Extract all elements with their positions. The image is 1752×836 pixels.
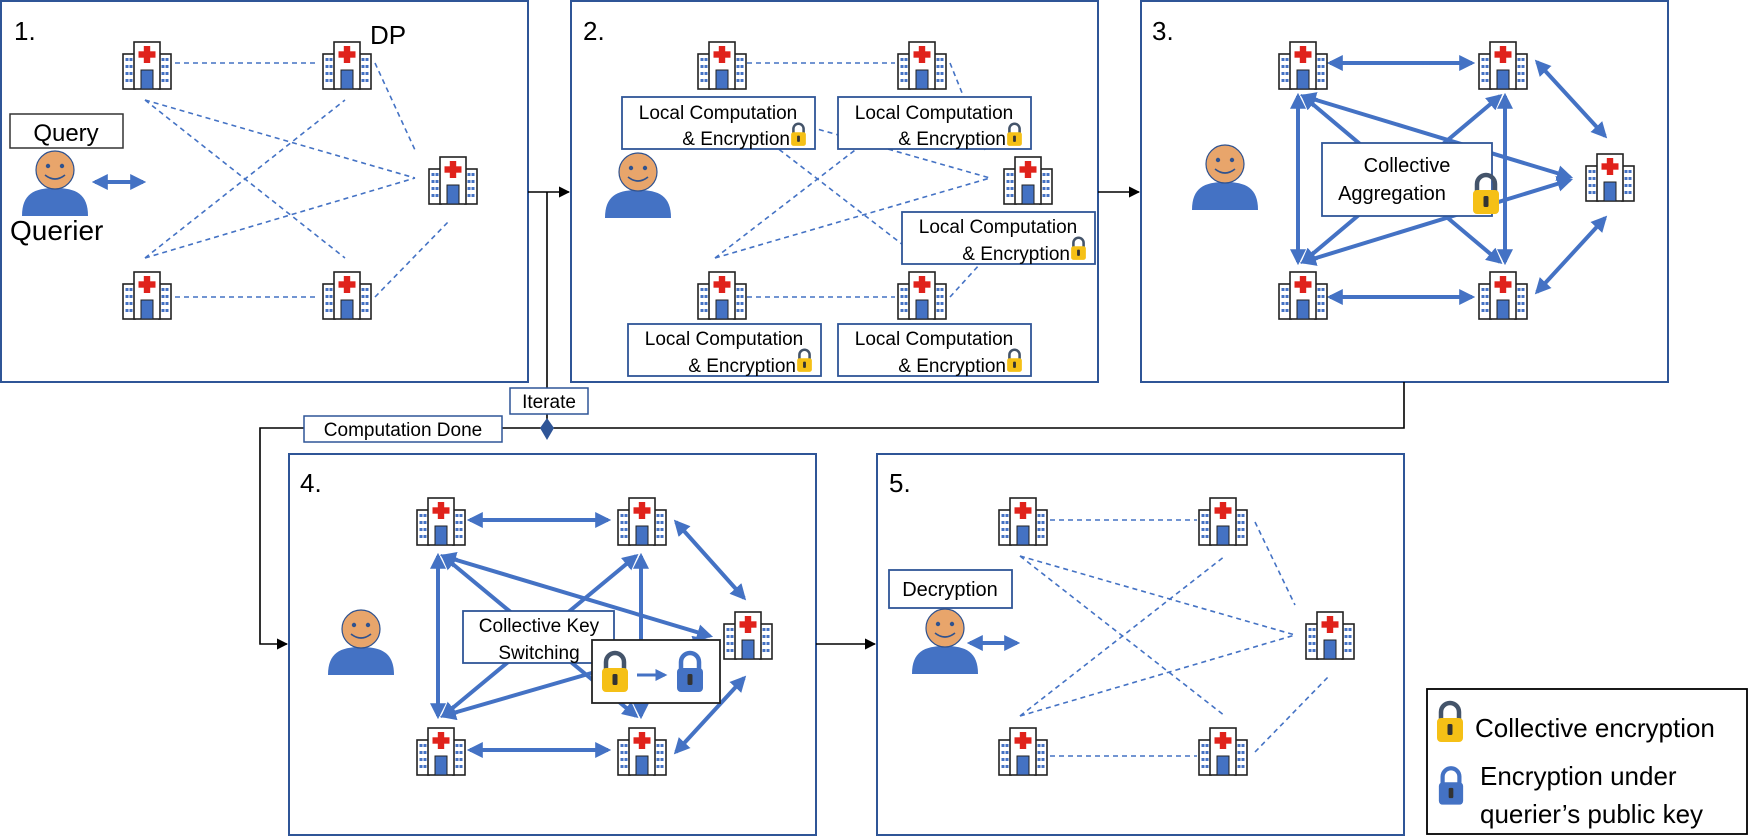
panel-5-number: 5. bbox=[889, 468, 911, 498]
query-box bbox=[9, 113, 124, 149]
querier-person-icon bbox=[21, 150, 89, 217]
svg-text:Local Computation: Local Computation bbox=[639, 103, 797, 124]
hospital-icon bbox=[998, 497, 1048, 546]
hospital-icon bbox=[416, 727, 466, 776]
local-computation-box: Local Computation & Encryption bbox=[837, 96, 1032, 150]
decryption-box bbox=[888, 569, 1013, 609]
panel-5-edges bbox=[1019, 519, 1331, 757]
hospital-icon bbox=[697, 271, 747, 320]
svg-text:Collective Key: Collective Key bbox=[479, 616, 600, 637]
panel-5-frame bbox=[876, 453, 1405, 836]
hospital-icon bbox=[1198, 727, 1248, 776]
hospital-icon bbox=[322, 41, 372, 90]
local-computation-box: Local Computation & Encryption bbox=[627, 323, 822, 377]
hospital-icon bbox=[1278, 41, 1328, 90]
querier-person-icon bbox=[327, 609, 395, 676]
hospital-icon bbox=[1198, 497, 1248, 546]
svg-text:& Encryption: & Encryption bbox=[962, 244, 1070, 265]
panel-2-number: 2. bbox=[583, 16, 605, 46]
hospital-icon bbox=[897, 271, 947, 320]
computation-done-label: Computation Done bbox=[324, 420, 482, 441]
computation-done-box bbox=[303, 415, 503, 443]
hospital-icon bbox=[697, 41, 747, 90]
local-computation-box: Local Computation & Encryption bbox=[901, 211, 1096, 265]
hospital-icon bbox=[1003, 156, 1053, 205]
svg-text:Local Computation: Local Computation bbox=[919, 217, 1077, 238]
svg-text:& Encryption: & Encryption bbox=[682, 129, 790, 150]
panel-1-edges bbox=[144, 62, 451, 298]
hospital-icon bbox=[617, 727, 667, 776]
querier-person-icon bbox=[911, 608, 979, 675]
dp-label: DP bbox=[370, 20, 406, 50]
hospital-icon bbox=[122, 271, 172, 320]
hospital-icon bbox=[122, 41, 172, 90]
collective-key-switching-box: Collective Key Switching bbox=[462, 610, 615, 664]
querier-label: Querier bbox=[10, 215, 103, 246]
legend-collective-label: Collective encryption bbox=[1475, 713, 1715, 743]
svg-text:Local Computation: Local Computation bbox=[645, 329, 803, 350]
local-computation-box: Local Computation & Encryption bbox=[621, 96, 816, 150]
panel-3-number: 3. bbox=[1152, 16, 1174, 46]
hospital-icon bbox=[897, 41, 947, 90]
querier-person-icon bbox=[604, 152, 672, 219]
hospital-icon bbox=[428, 156, 478, 205]
svg-text:& Encryption: & Encryption bbox=[688, 356, 796, 377]
hospital-icon bbox=[1278, 271, 1328, 320]
iterate-box bbox=[509, 387, 589, 415]
svg-text:Collective: Collective bbox=[1364, 155, 1451, 177]
query-label: Query bbox=[33, 120, 98, 147]
hospital-icon bbox=[1305, 611, 1355, 660]
iterate-label: Iterate bbox=[522, 392, 576, 413]
querier-person-icon bbox=[1191, 144, 1259, 211]
legend-querier-line1: Encryption under bbox=[1480, 761, 1677, 791]
decryption-label: Decryption bbox=[902, 579, 998, 601]
svg-text:Switching: Switching bbox=[498, 643, 579, 664]
panel-1-number: 1. bbox=[14, 16, 36, 46]
svg-text:Local Computation: Local Computation bbox=[855, 103, 1013, 124]
svg-text:& Encryption: & Encryption bbox=[898, 129, 1006, 150]
panel-4-number: 4. bbox=[300, 468, 322, 498]
key-switch-lock-box bbox=[591, 639, 721, 704]
collective-aggregation-box: Collective Aggregation bbox=[1321, 142, 1499, 217]
hospital-icon bbox=[322, 271, 372, 320]
local-computation-box: Local Computation & Encryption bbox=[837, 323, 1032, 377]
hospital-icon bbox=[617, 497, 667, 546]
svg-text:& Encryption: & Encryption bbox=[898, 356, 1006, 377]
hospital-icon bbox=[1478, 41, 1528, 90]
svg-text:Local Computation: Local Computation bbox=[855, 329, 1013, 350]
svg-text:Aggregation: Aggregation bbox=[1338, 183, 1446, 205]
hospital-icon bbox=[416, 497, 466, 546]
hospital-icon bbox=[1585, 153, 1635, 202]
legend-querier-line2: querier’s public key bbox=[1480, 799, 1703, 829]
hospital-icon bbox=[998, 727, 1048, 776]
hospital-icon bbox=[1478, 271, 1528, 320]
legend: Collective encryption Encryption under q… bbox=[1426, 688, 1748, 835]
decision-diamond bbox=[540, 418, 554, 440]
hospital-icon bbox=[723, 611, 773, 660]
